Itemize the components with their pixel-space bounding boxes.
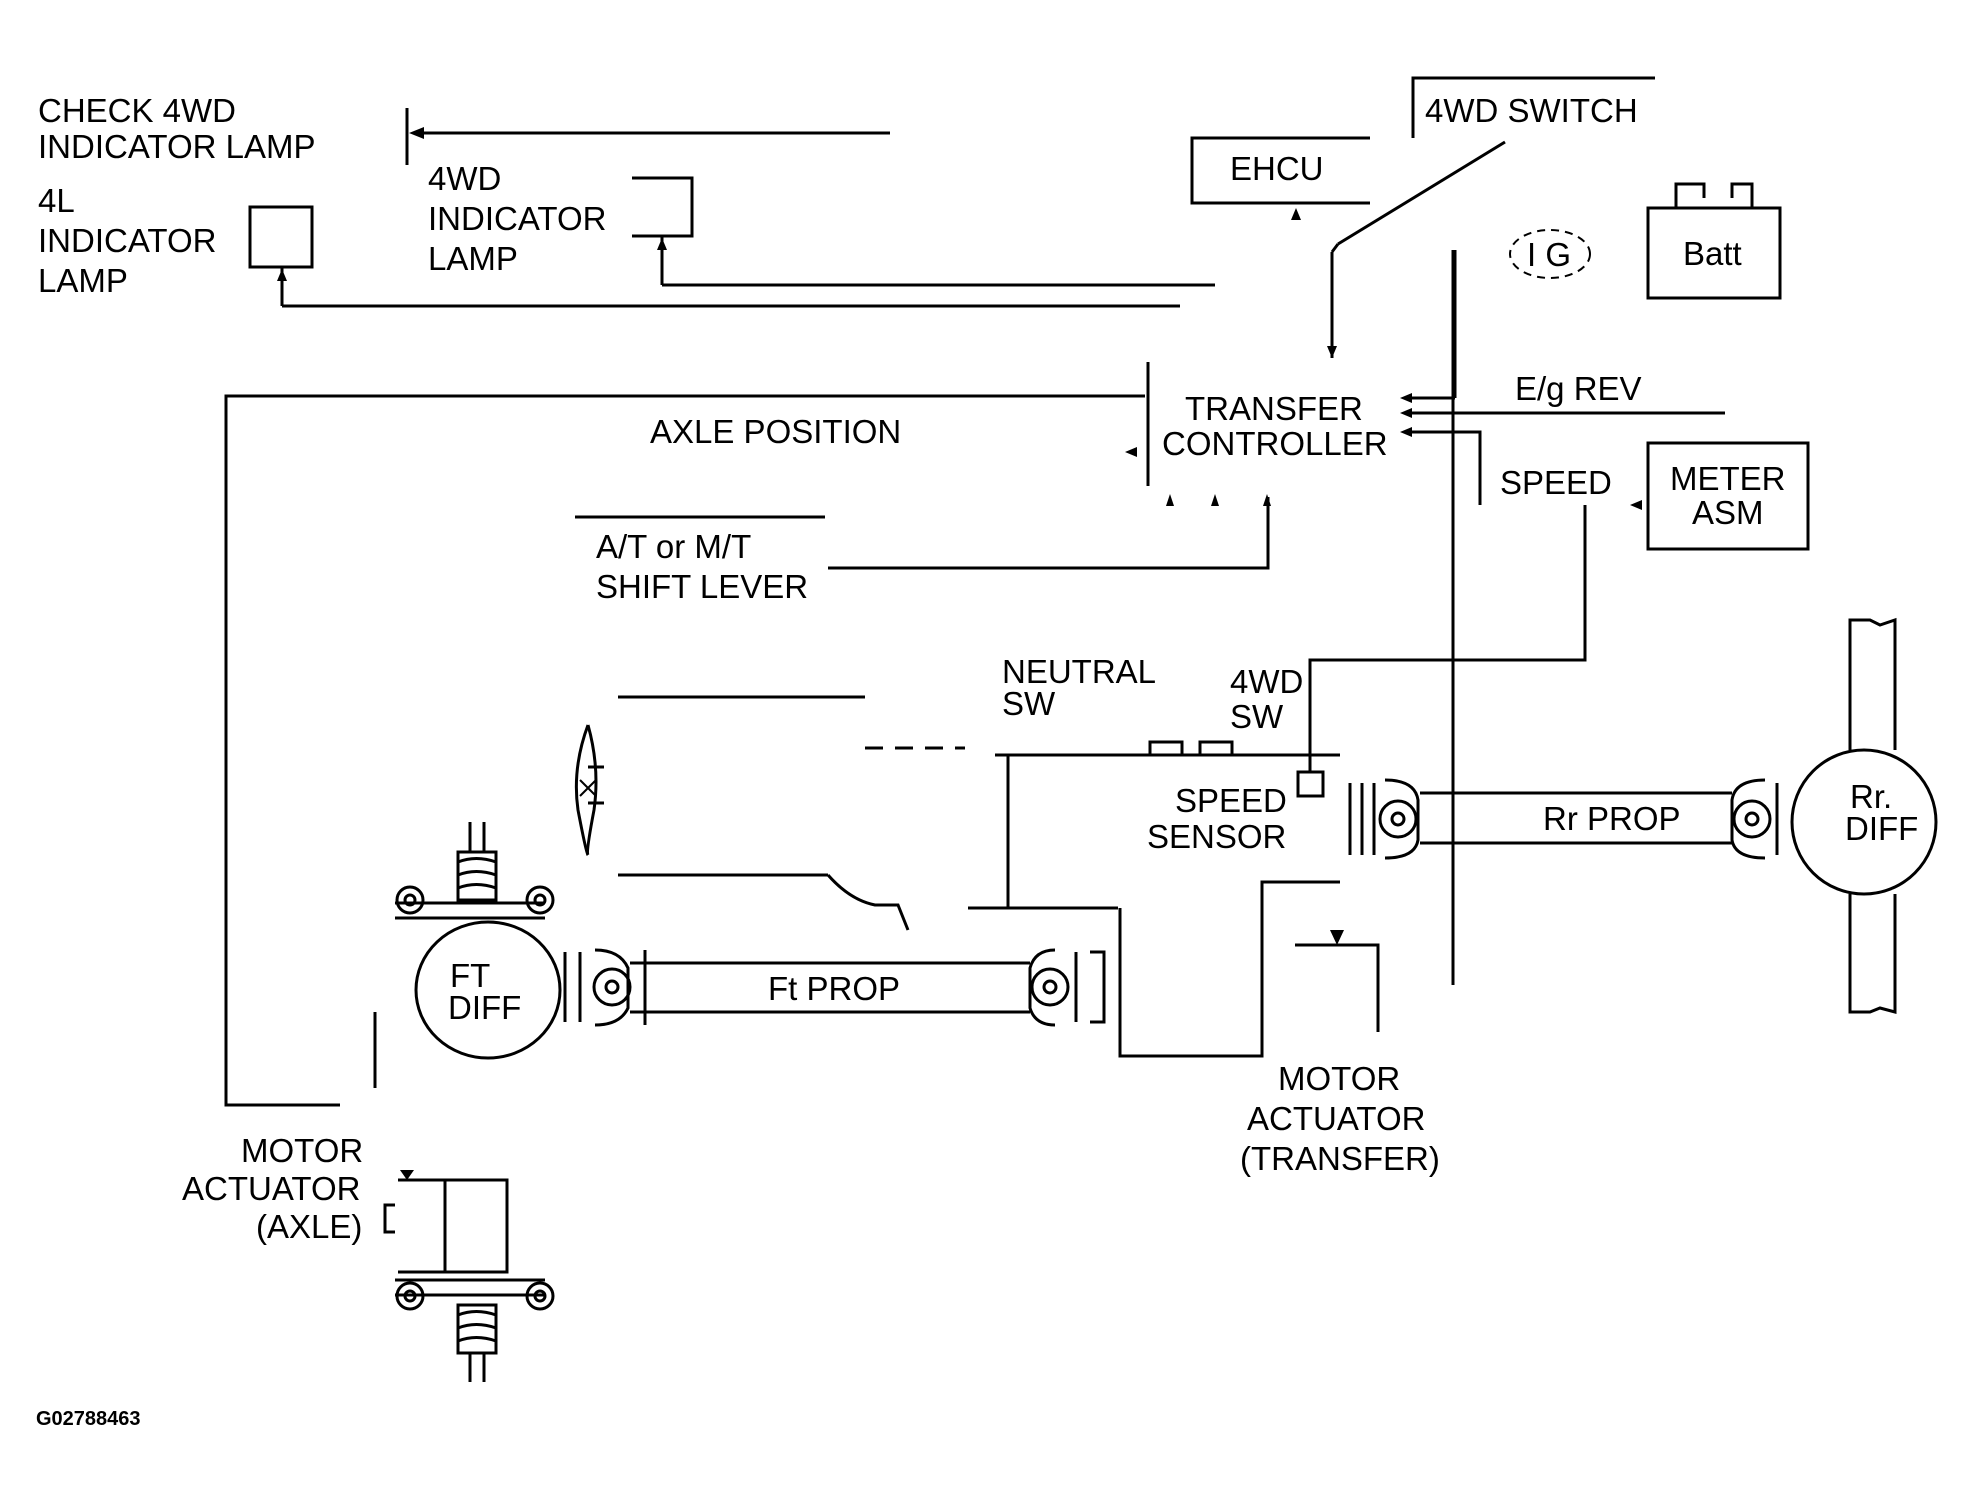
speed-sensor-box [1296, 770, 1325, 798]
rr-prop-label: Rr PROP [1543, 800, 1681, 837]
speed-input: SPEED [1400, 250, 1642, 985]
motor-axle-label-1: MOTOR [241, 1132, 363, 1169]
rr-diff-label-1: Rr. [1850, 778, 1892, 815]
rr-diff-circle [1790, 748, 1938, 896]
4wd-lamp-label-1: 4WD [428, 160, 501, 197]
ehcu-label: EHCU [1230, 150, 1324, 187]
4l-lamp-label-3: LAMP [38, 262, 128, 299]
battery-box [1646, 206, 1782, 300]
speed-sensor: SPEED SENSOR [1147, 770, 1325, 855]
4wd-sw: 4WD SW [1230, 663, 1303, 735]
motor-transfer-label-1: MOTOR [1278, 1060, 1400, 1097]
shift-lever-label-2: SHIFT LEVER [596, 568, 808, 605]
4wd-sw-label-2: SW [1230, 698, 1284, 735]
4wd-sw-label-1: 4WD [1230, 663, 1303, 700]
meter-asm-label-1: METER [1670, 460, 1786, 497]
neutral-sw: NEUTRAL SW [1002, 653, 1234, 757]
4wd-lamp-box [632, 176, 694, 238]
figure-code: G02788463 [36, 1408, 141, 1430]
shift-lever: A/T or M/T SHIFT LEVER [575, 497, 1270, 605]
4l-lamp-label-1: 4L [38, 182, 75, 219]
motor-axle-box [443, 1178, 509, 1274]
batt-label: Batt [1683, 235, 1742, 272]
ft-diff-label-1: FT [450, 957, 490, 994]
ft-prop-label: Ft PROP [768, 970, 900, 1007]
rear-differential: Rr. DIFF [1790, 617, 1938, 1014]
4l-lamp-box [248, 205, 314, 269]
meter-asm-box [1646, 441, 1810, 551]
speed-sensor-label-1: SPEED [1175, 782, 1287, 819]
4l-lamp-label-2: INDICATOR [38, 222, 216, 259]
shift-lever-label-1: A/T or M/T [596, 528, 751, 565]
motor-transfer-label-2: ACTUATOR [1247, 1100, 1425, 1137]
4wd-lamp-label-2: INDICATOR [428, 200, 606, 237]
eg-rev-input: E/g REV [1400, 370, 1725, 418]
front-differential: FT DIFF [373, 822, 562, 1088]
check-4wd-indicator-lamp: CHECK 4WD INDICATOR LAMP [38, 92, 890, 165]
transfer-controller-label-2: CONTROLLER [1162, 425, 1388, 462]
speed-sensor-label-2: SENSOR [1147, 818, 1286, 855]
neutral-sw-label-2: SW [1002, 685, 1056, 722]
axle-position-label: AXLE POSITION [650, 413, 901, 450]
motor-actuator-transfer: MOTOR ACTUATOR (TRANSFER) [1118, 880, 1440, 1177]
check-4wd-lamp-label-2: INDICATOR LAMP [38, 128, 316, 165]
4wd-switch: 4WD SWITCH [1327, 76, 1655, 358]
transmission-outline [574, 695, 1340, 931]
4l-indicator-lamp: 4L INDICATOR LAMP [38, 182, 1180, 308]
rear-propeller-shaft: Rr PROP [1348, 778, 1779, 860]
4wd-lamp-label-3: LAMP [428, 240, 518, 277]
motor-transfer-label-3: (TRANSFER) [1240, 1140, 1440, 1177]
ehcu: EHCU [1190, 136, 1370, 220]
4wd-switch-label: 4WD SWITCH [1425, 92, 1638, 129]
front-propeller-shaft: Ft PROP [563, 948, 1106, 1027]
motor-axle-label-2: ACTUATOR [182, 1170, 360, 1207]
motor-axle-label-3: (AXLE) [256, 1208, 362, 1245]
neutral-sw-label-1: NEUTRAL [1002, 653, 1156, 690]
axle-position-line: AXLE POSITION [224, 394, 1145, 1107]
meter-asm: METER ASM [1646, 441, 1810, 551]
transfer-controller: TRANSFER CONTROLLER [1125, 362, 1388, 506]
transfer-controller-label-1: TRANSFER [1185, 390, 1363, 427]
ig-label: I G [1527, 236, 1571, 273]
ignition-switch: I G [1400, 229, 1591, 403]
4wd-indicator-lamp: 4WD INDICATOR LAMP [428, 160, 1215, 287]
rr-diff-label-2: DIFF [1845, 810, 1918, 847]
check-4wd-lamp-label-1: CHECK 4WD [38, 92, 236, 129]
speed-signal-wire [1308, 505, 1587, 772]
ft-diff-label-2: DIFF [448, 989, 521, 1026]
eg-rev-label: E/g REV [1515, 370, 1642, 407]
battery: Batt [1646, 182, 1782, 300]
meter-asm-label-2: ASM [1692, 494, 1764, 531]
ft-diff-circle [414, 920, 562, 1060]
motor-actuator-axle: MOTOR ACTUATOR (AXLE) [182, 1132, 555, 1382]
speed-label: SPEED [1500, 464, 1612, 501]
